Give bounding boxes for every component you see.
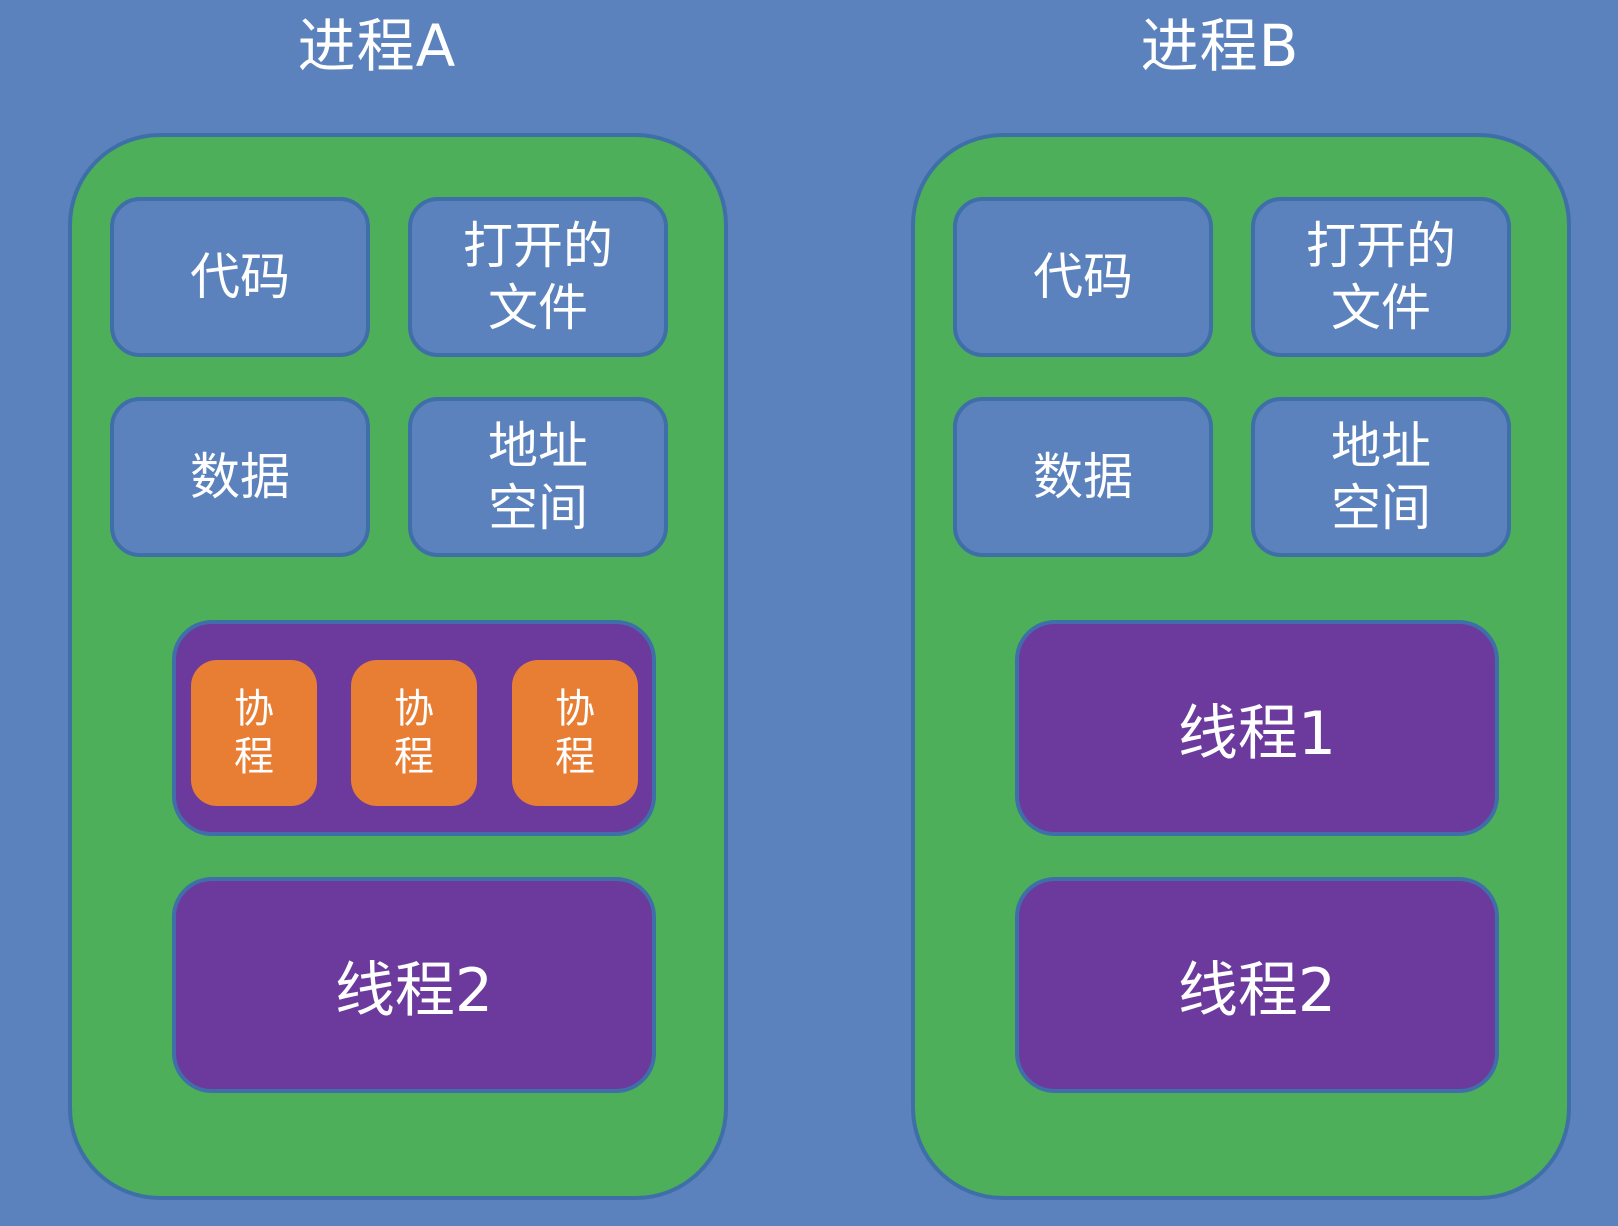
process-b-open-files-block: 打开的 文件 (1251, 197, 1511, 357)
process-a-code-block: 代码 (110, 197, 370, 357)
process-b-thread-2: 线程2 (1015, 877, 1499, 1093)
process-a-data-block: 数据 (110, 397, 370, 557)
process-a-coroutine-2: 协 程 (351, 660, 477, 806)
process-a-open-files-block: 打开的 文件 (408, 197, 668, 357)
process-a-container: 代码 打开的 文件 数据 地址 空间 协 程 协 程 协 程 线程2 (68, 133, 728, 1200)
process-b-code-block: 代码 (953, 197, 1213, 357)
process-a-title: 进程A (297, 12, 457, 80)
process-b-container: 代码 打开的 文件 数据 地址 空间 线程1 线程2 (911, 133, 1571, 1200)
process-b-address-space-block: 地址 空间 (1251, 397, 1511, 557)
process-b-thread-1: 线程1 (1015, 620, 1499, 836)
process-a-coroutine-3: 协 程 (512, 660, 638, 806)
process-a-address-space-block: 地址 空间 (408, 397, 668, 557)
process-a-thread-2: 线程2 (172, 877, 656, 1093)
process-a-coroutine-thread: 协 程 协 程 协 程 (172, 620, 656, 836)
process-a-coroutine-1: 协 程 (191, 660, 317, 806)
process-b-title: 进程B (1140, 12, 1300, 80)
process-b-data-block: 数据 (953, 397, 1213, 557)
